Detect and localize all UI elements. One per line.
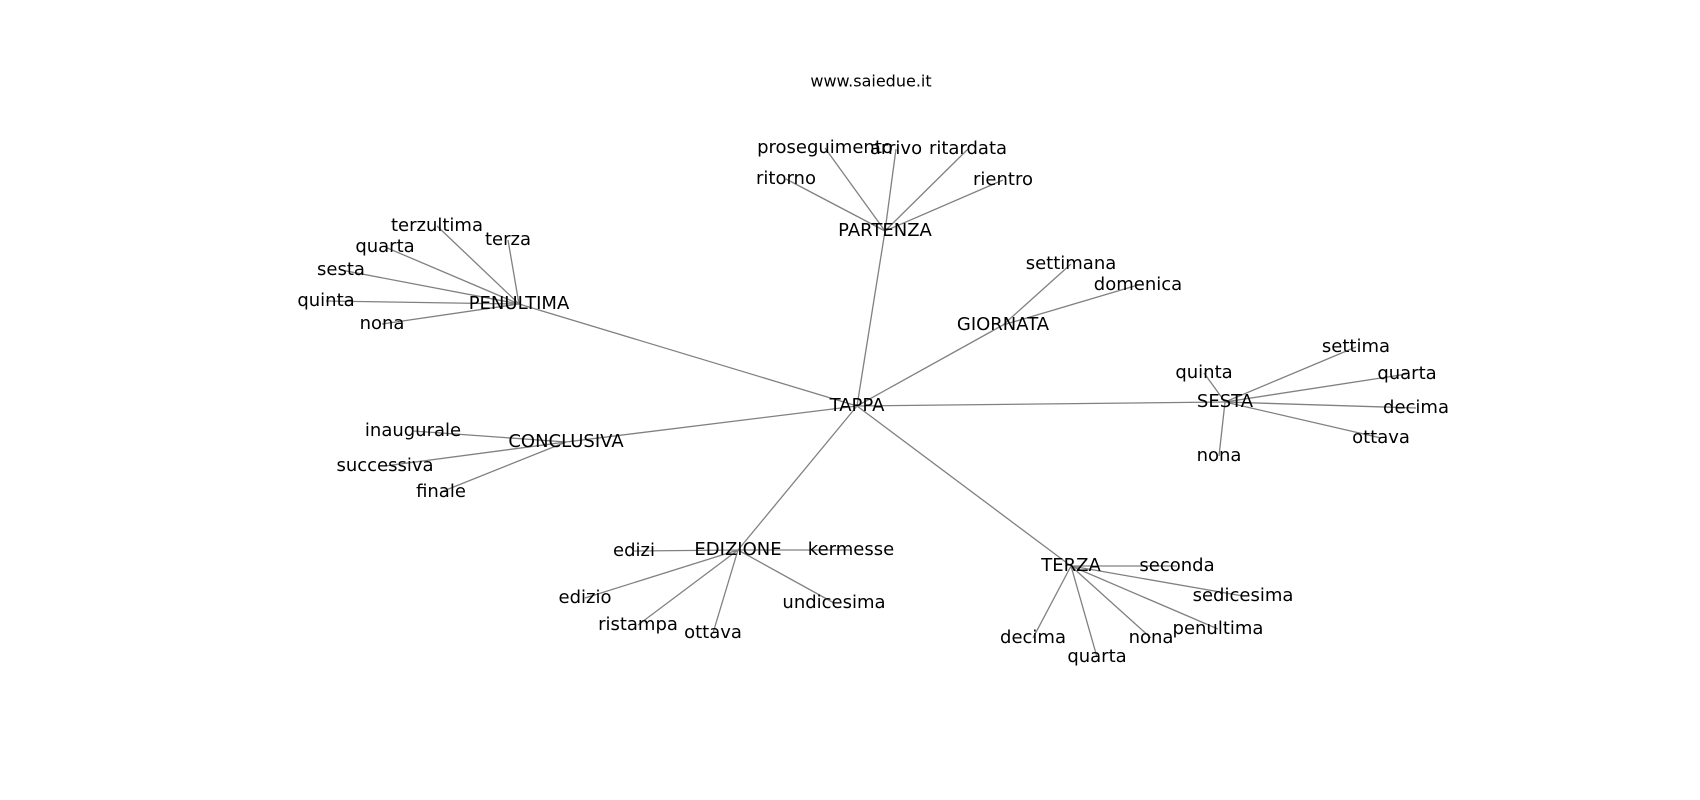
edge-center-edizione bbox=[737, 405, 858, 551]
edge-terza-sedicesima bbox=[1070, 565, 1244, 597]
leaf-node-partenza-ritardata: ritardata bbox=[929, 138, 1007, 159]
hub-node-giornata: GIORNATA bbox=[957, 314, 1050, 335]
leaf-node-edizione-edizi: edizi bbox=[613, 540, 655, 561]
leaf-node-partenza-arrivo: arrivo bbox=[870, 138, 922, 159]
leaf-node-conclusiva-inaugurale: inaugurale bbox=[365, 420, 461, 441]
edge-giornata-domenica bbox=[1002, 284, 1139, 326]
leaf-node-partenza-proseguimento: proseguimento bbox=[757, 137, 893, 158]
edge-giornata-settimana bbox=[1002, 263, 1072, 326]
leaf-node-penultima-nona: nona bbox=[360, 313, 405, 334]
edges-layer bbox=[325, 147, 1417, 658]
edge-partenza-rientro bbox=[884, 179, 1004, 232]
edge-sesta-quinta bbox=[1203, 372, 1226, 403]
edge-penultima-terza bbox=[507, 239, 520, 305]
leaf-node-sesta-quarta: quarta bbox=[1377, 363, 1436, 384]
edge-terza-nona bbox=[1070, 565, 1152, 639]
edge-conclusiva-inaugurale bbox=[412, 430, 567, 443]
edge-edizione-edizio bbox=[584, 549, 739, 599]
edge-edizione-ottava bbox=[712, 549, 739, 634]
edge-center-terza bbox=[856, 405, 1072, 567]
edge-penultima-terzultima bbox=[436, 225, 520, 305]
leaf-node-conclusiva-successiva: successiva bbox=[336, 455, 433, 476]
edge-sesta-settima bbox=[1224, 346, 1357, 403]
leaf-node-giornata-settimana: settimana bbox=[1026, 253, 1117, 274]
edge-penultima-quarta bbox=[384, 246, 520, 305]
leaf-node-terza-decima: decima bbox=[1000, 627, 1066, 648]
leaf-node-terza-quarta: quarta bbox=[1067, 646, 1126, 667]
leaf-node-partenza-ritorno: ritorno bbox=[756, 168, 816, 189]
edge-center-giornata bbox=[856, 324, 1004, 407]
leaf-node-penultima-terza: terza bbox=[485, 229, 531, 250]
leaf-node-penultima-terzultima: terzultima bbox=[391, 215, 483, 236]
edge-conclusiva-finale bbox=[440, 441, 567, 493]
leaf-node-edizione-undicesima: undicesima bbox=[782, 592, 885, 613]
hub-node-partenza: PARTENZA bbox=[838, 220, 932, 241]
leaf-node-terza-seconda: seconda bbox=[1139, 555, 1214, 576]
edge-partenza-ritardata bbox=[884, 148, 969, 232]
edge-penultima-sesta bbox=[340, 269, 520, 305]
hub-node-penultima: PENULTIMA bbox=[469, 293, 570, 314]
edge-partenza-ritorno bbox=[785, 178, 886, 232]
edge-center-sesta bbox=[856, 401, 1226, 407]
leaf-node-sesta-quinta: quinta bbox=[1175, 362, 1232, 383]
hub-node-sesta: SESTA bbox=[1197, 391, 1254, 412]
leaf-node-terza-sedicesima: sedicesima bbox=[1193, 585, 1294, 606]
edge-sesta-ottava bbox=[1224, 401, 1382, 439]
leaf-node-penultima-quinta: quinta bbox=[297, 290, 354, 311]
edge-center-partenza bbox=[856, 230, 886, 407]
leaf-node-sesta-nona: nona bbox=[1197, 445, 1242, 466]
leaf-node-sesta-decima: decima bbox=[1383, 397, 1449, 418]
hub-node-edizione: EDIZIONE bbox=[694, 539, 781, 560]
edge-penultima-nona bbox=[381, 303, 520, 325]
leaf-node-terza-penultima: penultima bbox=[1173, 618, 1264, 639]
watermark-text: www.saiedue.it bbox=[810, 72, 931, 91]
edge-sesta-nona bbox=[1218, 401, 1226, 457]
edge-terza-quarta bbox=[1070, 565, 1098, 658]
leaf-node-giornata-domenica: domenica bbox=[1094, 274, 1182, 295]
leaf-node-conclusiva-finale: finale bbox=[416, 481, 466, 502]
leaf-node-penultima-quarta: quarta bbox=[355, 236, 414, 257]
edge-conclusiva-successiva bbox=[384, 441, 567, 467]
leaf-node-terza-nona: nona bbox=[1129, 627, 1174, 648]
center-node-label: TAPPA bbox=[829, 395, 885, 416]
leaf-node-edizione-kermesse: kermesse bbox=[808, 539, 894, 560]
hub-node-terza: TERZA bbox=[1040, 555, 1101, 576]
edge-partenza-arrivo bbox=[884, 148, 897, 232]
leaf-node-sesta-settima: settima bbox=[1322, 336, 1390, 357]
leaf-node-edizione-edizio: edizio bbox=[559, 587, 612, 608]
edge-center-penultima bbox=[518, 303, 858, 407]
edge-edizione-undicesima bbox=[737, 549, 835, 604]
leaf-node-edizione-ottava: ottava bbox=[684, 622, 742, 643]
edge-penultima-quinta bbox=[325, 300, 520, 305]
edge-partenza-proseguimento bbox=[824, 147, 886, 232]
leaf-node-sesta-ottava: ottava bbox=[1352, 427, 1410, 448]
leaf-node-penultima-sesta: sesta bbox=[317, 259, 365, 280]
leaf-node-edizione-ristampa: ristampa bbox=[598, 614, 678, 635]
edge-terza-decima bbox=[1032, 565, 1072, 639]
hub-node-conclusiva: CONCLUSIVA bbox=[508, 431, 624, 452]
edge-sesta-decima bbox=[1224, 401, 1417, 409]
leaf-node-partenza-rientro: rientro bbox=[973, 169, 1033, 190]
edge-terza-penultima bbox=[1070, 565, 1219, 630]
edge-sesta-quarta bbox=[1224, 373, 1408, 403]
edge-edizione-edizi bbox=[633, 549, 739, 552]
edge-edizione-ristampa bbox=[637, 549, 739, 626]
edge-center-conclusiva bbox=[565, 405, 858, 443]
